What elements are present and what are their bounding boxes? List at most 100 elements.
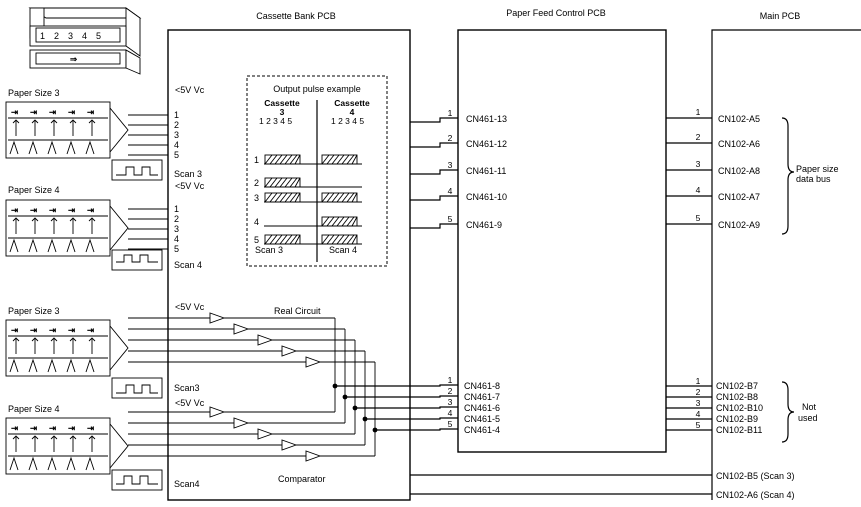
paper-size-4-lower-switch-block: [5, 417, 111, 475]
upper-wire-number-3: 3: [448, 160, 453, 170]
paper-feed-lower-pin-5: CN461-4: [464, 425, 500, 435]
inset-hatch: [351, 154, 358, 165]
inset-hatch: [346, 192, 355, 203]
inset-hatch: [321, 154, 330, 165]
cb-to-pf-wire: [410, 142, 458, 148]
switch-arrow-head: [50, 337, 58, 342]
inset-pulse: [264, 234, 301, 245]
inset-hatch: [331, 216, 340, 227]
five-v-label-upper-1: <5V Vc: [175, 85, 205, 95]
inset-hatch: [351, 234, 358, 245]
inset-hatch: [289, 177, 298, 188]
switch-arrow-head: [31, 119, 39, 124]
switch-arrow-head: [69, 119, 77, 124]
paper-size-3-lower-switch-block: [5, 319, 111, 377]
switch-contact: [47, 456, 57, 471]
paper-size-brace: [781, 117, 795, 235]
inset-hatch: [264, 177, 273, 188]
inset-hatch: [341, 216, 350, 227]
inset-hatch: [279, 177, 288, 188]
switch-contact: [9, 358, 19, 373]
switch-contact: [47, 238, 57, 253]
switch-contact: [85, 140, 95, 155]
cassette-bank-pcb-title: Cassette Bank PCB: [256, 11, 336, 21]
switch-actuator-icon: ⇥: [30, 423, 38, 433]
switch-contact: [85, 456, 95, 471]
main-upper-pin-4: CN102-A7: [718, 192, 760, 202]
inset-hatch: [289, 192, 298, 203]
switch-arrow-head: [69, 337, 77, 342]
inset-hatch: [346, 154, 355, 165]
switch-arrow-head: [50, 435, 58, 440]
not-used-label-line2: used: [798, 413, 818, 423]
switch-contact: [28, 238, 38, 253]
inset-title: Output pulse example: [273, 84, 361, 94]
paper-size-3-label: Paper Size 3: [8, 88, 60, 98]
inset-hatch: [346, 216, 355, 227]
real-circuit-label: Real Circuit: [274, 306, 321, 316]
inset-hatch: [326, 216, 335, 227]
main-lower-wire-number-2: 2: [696, 387, 701, 397]
inset-columns-left: 1 2 3 4 5: [259, 116, 292, 126]
cb-to-pf-wire: [410, 169, 458, 175]
inset-hatch: [336, 154, 345, 165]
inset-hatch: [331, 154, 340, 165]
switch-contact: [9, 456, 19, 471]
switch-actuator-icon: ⇥: [30, 107, 38, 117]
main-upper-wire-number-5: 5: [696, 213, 701, 223]
ps3-switch-label-5: 5: [174, 150, 179, 160]
upper-wire-number-5: 5: [448, 214, 453, 224]
switch-arrow-head: [31, 337, 39, 342]
inset-hatch: [331, 234, 340, 245]
switch-arrow-head: [88, 217, 96, 222]
inset-hatch: [336, 216, 345, 227]
inset-hatch: [279, 234, 288, 245]
cb-to-pf-wire: [410, 223, 458, 229]
main-lower-pin-1: CN102-B7: [716, 381, 758, 391]
inset-hatch: [289, 154, 298, 165]
switch-arrow-head: [12, 337, 20, 342]
inset-hatch: [341, 154, 350, 165]
switch-actuator-icon: ⇥: [68, 205, 76, 215]
lower-cb-to-pf-wire: [355, 406, 458, 409]
paper-feed-upper-pin-1: CN461-13: [466, 114, 507, 124]
inset-hatch: [331, 192, 340, 203]
inset-hatch: [326, 192, 335, 203]
cassette-icon-digit-5: 5: [96, 31, 101, 41]
inset-scan-3-label: Scan 3: [255, 245, 283, 255]
paper-feed-lower-pin-2: CN461-7: [464, 392, 500, 402]
switch-actuator-icon: ⇥: [68, 423, 76, 433]
inset-columns-right: 1 2 3 4 5: [331, 116, 364, 126]
scan3-lower-label: Scan3: [174, 383, 200, 393]
switch-contact: [66, 456, 76, 471]
paper-feed-pcb-title: Paper Feed Control PCB: [506, 8, 606, 18]
switch-contact: [66, 358, 76, 373]
main-lower-wire-number-3: 3: [696, 398, 701, 408]
main-upper-pin-1: CN102-A5: [718, 114, 760, 124]
not-used-brace: [781, 381, 795, 443]
inset-hatch: [351, 192, 358, 203]
main-upper-wire-number-1: 1: [696, 107, 701, 117]
switch-arrow-head: [69, 435, 77, 440]
inset-scan-4-label: Scan 4: [329, 245, 357, 255]
five-v-label-upper-2: <5V Vc: [175, 181, 205, 191]
inset-hatch: [294, 177, 301, 188]
inset-hatch: [269, 177, 278, 188]
paper-feed-upper-pin-3: CN461-11: [466, 166, 506, 176]
lower-wire-number-1: 1: [448, 375, 453, 385]
switch-actuator-icon: ⇥: [49, 423, 57, 433]
main-upper-pin-5: CN102-A9: [718, 220, 760, 230]
switch-actuator-icon: ⇥: [30, 205, 38, 215]
switch-arrow-head: [50, 119, 58, 124]
scan-4-lower-pulse: [116, 475, 158, 485]
ps4-switch-label-1: 1: [174, 204, 179, 214]
switch-arrow-head: [88, 119, 96, 124]
lower-wire-number-4: 4: [448, 408, 453, 418]
main-upper-wire-number-4: 4: [696, 185, 701, 195]
inset-hatch: [294, 192, 301, 203]
switch-actuator-icon: ⇥: [68, 325, 76, 335]
paper-size-bus-label-line1: Paper size: [796, 164, 839, 174]
inset-pulse: [321, 192, 358, 203]
inset-row-label-1: 1: [254, 155, 259, 165]
inset-hatch: [321, 234, 330, 245]
